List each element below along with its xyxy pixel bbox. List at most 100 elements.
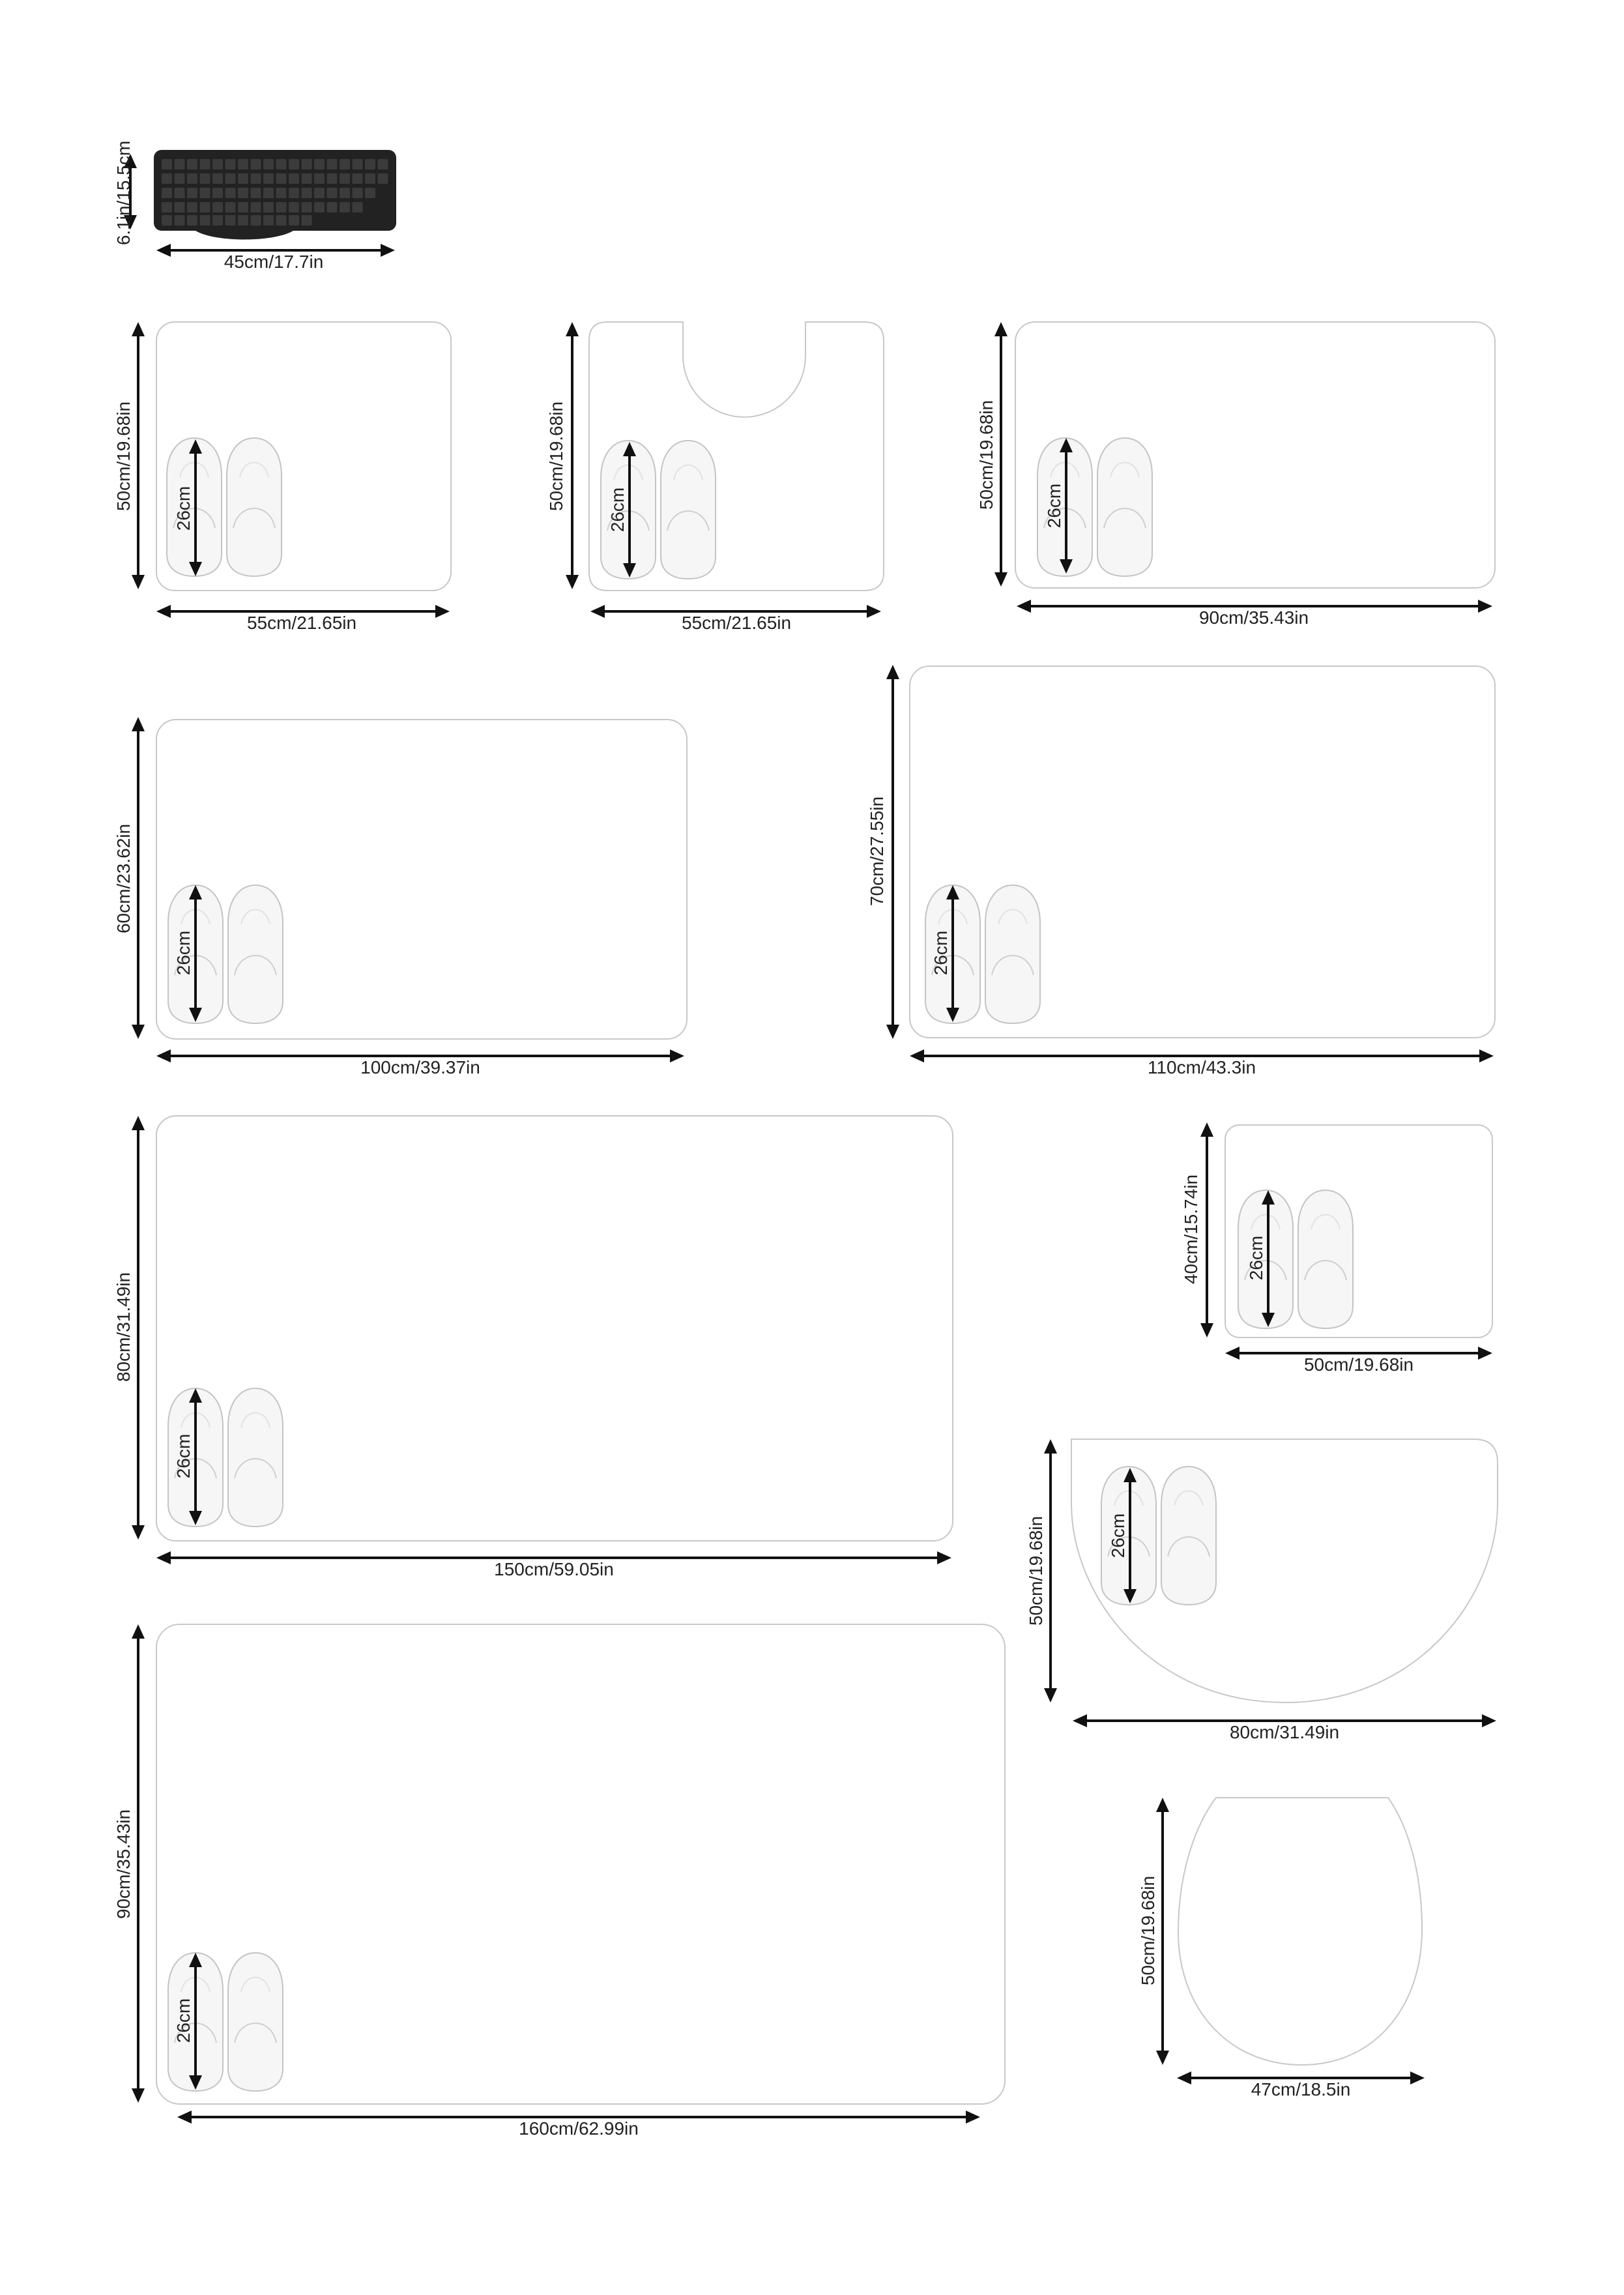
keyboard-key bbox=[301, 202, 312, 212]
arrowhead-icon bbox=[189, 885, 202, 899]
mat-c-slipper-arrow bbox=[1060, 438, 1073, 574]
arrowhead-icon bbox=[1262, 1190, 1275, 1205]
keyboard-key bbox=[162, 202, 172, 212]
mat-e bbox=[886, 665, 1496, 1062]
mat-a-width-arrow bbox=[156, 605, 450, 618]
mat-i-outline bbox=[156, 1624, 1006, 2105]
arrowhead-icon bbox=[381, 244, 395, 257]
mat-a-slipper-label: 26cm bbox=[173, 486, 194, 531]
arrowhead-icon bbox=[1200, 1122, 1213, 1137]
keyboard-key bbox=[212, 159, 223, 169]
mat-b-slipper-arrow bbox=[623, 442, 636, 577]
arrowhead-icon bbox=[132, 1025, 145, 1039]
keyboard-key bbox=[289, 173, 299, 184]
keyboard-key bbox=[326, 188, 338, 198]
arrowhead-icon bbox=[1073, 1714, 1087, 1727]
arrowhead-icon bbox=[435, 605, 450, 618]
keyboard-key bbox=[263, 159, 274, 169]
keyboard-key bbox=[212, 202, 223, 212]
keyboard-key bbox=[340, 202, 350, 212]
mat-h-height-label: 50cm/19.68in bbox=[1026, 1515, 1046, 1626]
arrowhead-icon bbox=[1479, 1049, 1494, 1062]
keyboard-key bbox=[365, 159, 375, 169]
keyboard-key bbox=[212, 173, 223, 184]
mat-b-height-label: 50cm/19.68in bbox=[546, 401, 566, 512]
arrowhead-icon bbox=[1060, 559, 1073, 574]
mat-e-height-label: 70cm/27.55in bbox=[867, 796, 887, 907]
keyboard-key bbox=[314, 173, 325, 184]
keyboard-key bbox=[326, 202, 338, 212]
mat-i-height-label: 90cm/35.43in bbox=[113, 1809, 134, 1920]
arrowhead-icon bbox=[994, 322, 1008, 336]
arrowhead-icon bbox=[156, 1049, 171, 1062]
keyboard-key bbox=[340, 188, 350, 198]
keyboard-key bbox=[365, 173, 375, 184]
arrowhead-icon bbox=[156, 1551, 171, 1564]
mat-g-slipper-arrow bbox=[1262, 1190, 1275, 1327]
mat-d-height-arrow bbox=[132, 717, 145, 1039]
keyboard-reference bbox=[124, 150, 396, 257]
keyboard-key bbox=[225, 215, 236, 226]
mat-d bbox=[132, 717, 688, 1062]
arrowhead-icon bbox=[1177, 2071, 1191, 2084]
mat-i-slipper-arrow bbox=[189, 1953, 202, 2090]
arrowhead-icon bbox=[886, 1025, 899, 1039]
mat-c bbox=[994, 321, 1496, 613]
arrowhead-icon bbox=[1156, 1798, 1169, 1812]
mat-g-outline bbox=[1225, 1124, 1493, 1338]
arrowhead-icon bbox=[590, 605, 605, 618]
keyboard-key bbox=[314, 188, 325, 198]
keyboard-key bbox=[352, 159, 363, 169]
keyboard-key bbox=[174, 188, 185, 198]
arrowhead-icon bbox=[177, 2111, 192, 2124]
keyboard-key bbox=[174, 215, 185, 226]
mat-g-width-arrow bbox=[1225, 1347, 1492, 1360]
arrowhead-icon bbox=[1060, 438, 1073, 452]
keyboard-key bbox=[276, 202, 287, 212]
keyboard-height-arrow bbox=[124, 154, 137, 229]
keyboard-key bbox=[301, 159, 312, 169]
keyboard-key bbox=[340, 173, 350, 184]
mat-i bbox=[132, 1624, 1006, 2124]
keyboard-key bbox=[238, 159, 248, 169]
arrowhead-icon bbox=[1410, 2071, 1425, 2084]
arrowhead-icon bbox=[132, 717, 145, 731]
mat-j-width-arrow bbox=[1177, 2071, 1425, 2084]
keyboard-key bbox=[199, 173, 210, 184]
mat-f-height-label: 80cm/31.49in bbox=[113, 1272, 134, 1382]
keyboard-key bbox=[352, 188, 363, 198]
keyboard-key bbox=[238, 215, 248, 226]
arrowhead-icon bbox=[189, 1008, 202, 1022]
mat-h-width-arrow bbox=[1073, 1714, 1496, 1727]
keyboard-key bbox=[289, 159, 299, 169]
keyboard-key bbox=[225, 159, 236, 169]
keyboard-key bbox=[250, 202, 261, 212]
keyboard-key bbox=[250, 159, 261, 169]
keyboard-key bbox=[263, 173, 274, 184]
keyboard-key bbox=[162, 188, 172, 198]
keyboard-key bbox=[212, 188, 223, 198]
mat-d-slipper-label: 26cm bbox=[173, 930, 194, 976]
mat-d-outline bbox=[156, 719, 688, 1040]
mat-a bbox=[132, 321, 452, 618]
arrowhead-icon bbox=[946, 1008, 959, 1022]
keyboard-key bbox=[263, 188, 274, 198]
keyboard-key bbox=[225, 173, 236, 184]
arrowhead-icon bbox=[189, 1388, 202, 1403]
arrowhead-icon bbox=[1262, 1313, 1275, 1327]
mat-h bbox=[1044, 1439, 1498, 1727]
keyboard-width-label: 45cm/17.7in bbox=[224, 252, 324, 272]
arrowhead-icon bbox=[937, 1551, 951, 1564]
arrowhead-icon bbox=[1124, 1468, 1137, 1482]
mat-b-width-arrow bbox=[590, 605, 881, 618]
arrowhead-icon bbox=[623, 442, 636, 456]
keyboard-key bbox=[365, 188, 375, 198]
arrowhead-icon bbox=[189, 1953, 202, 1967]
keyboard-key bbox=[301, 215, 312, 226]
arrowhead-icon bbox=[1156, 2051, 1169, 2065]
mat-d-slipper-arrow bbox=[189, 885, 202, 1022]
arrowhead-icon bbox=[189, 2075, 202, 2090]
arrowhead-icon bbox=[189, 1511, 202, 1525]
mat-a-height-label: 50cm/19.68in bbox=[113, 401, 134, 512]
